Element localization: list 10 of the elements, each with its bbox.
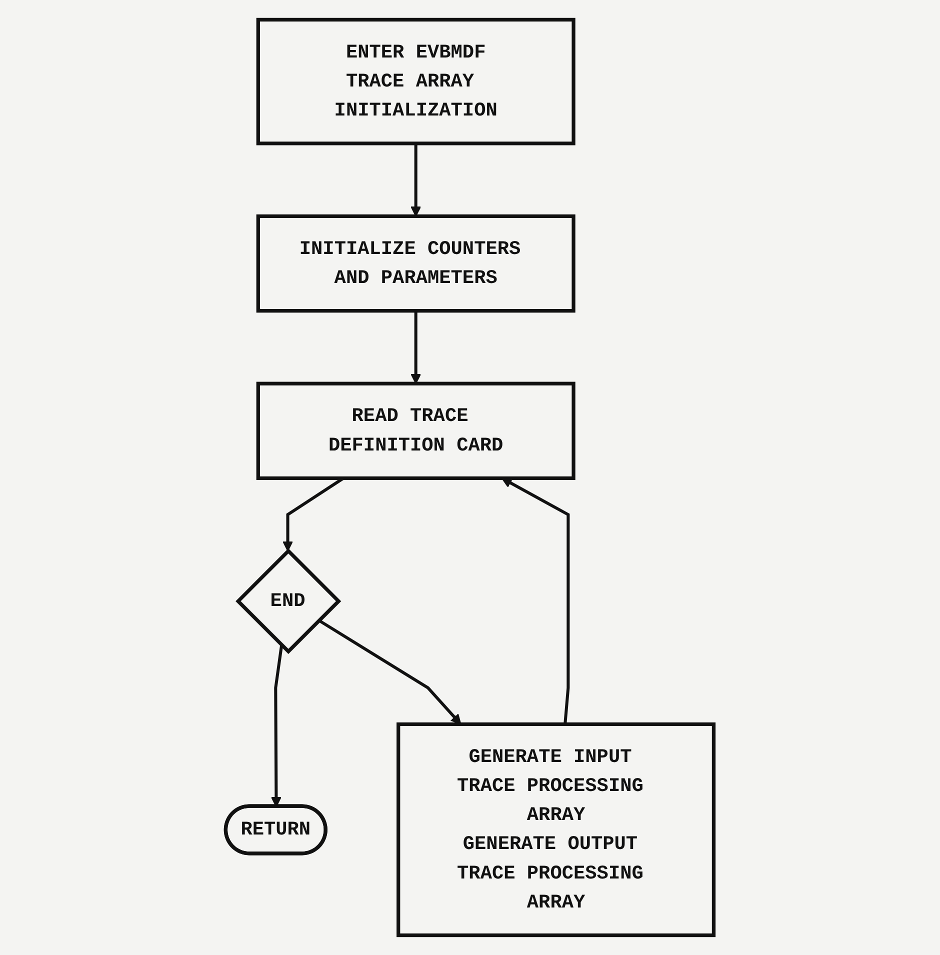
arrow bbox=[318, 619, 462, 725]
node-box bbox=[396, 722, 716, 938]
node-box bbox=[256, 382, 576, 480]
node-diamond bbox=[236, 548, 342, 654]
node-box bbox=[256, 18, 576, 146]
arrow bbox=[410, 310, 422, 384]
arrow bbox=[502, 478, 570, 724]
node-box bbox=[256, 214, 576, 313]
arrow bbox=[410, 143, 422, 217]
flowchart-drawing: ENTER EVBMDF TRACE ARRAY INITIALIZATION INITIALIZE COUNTERS AND PARAMETERS READ TRACE DEFINITION CARD END RETURN GENERATE INPUT TRACE PROCESSING ARRAY GENERATE OUTPUT TRACE PROCESSING ARRAY bbox=[216, 10, 724, 945]
